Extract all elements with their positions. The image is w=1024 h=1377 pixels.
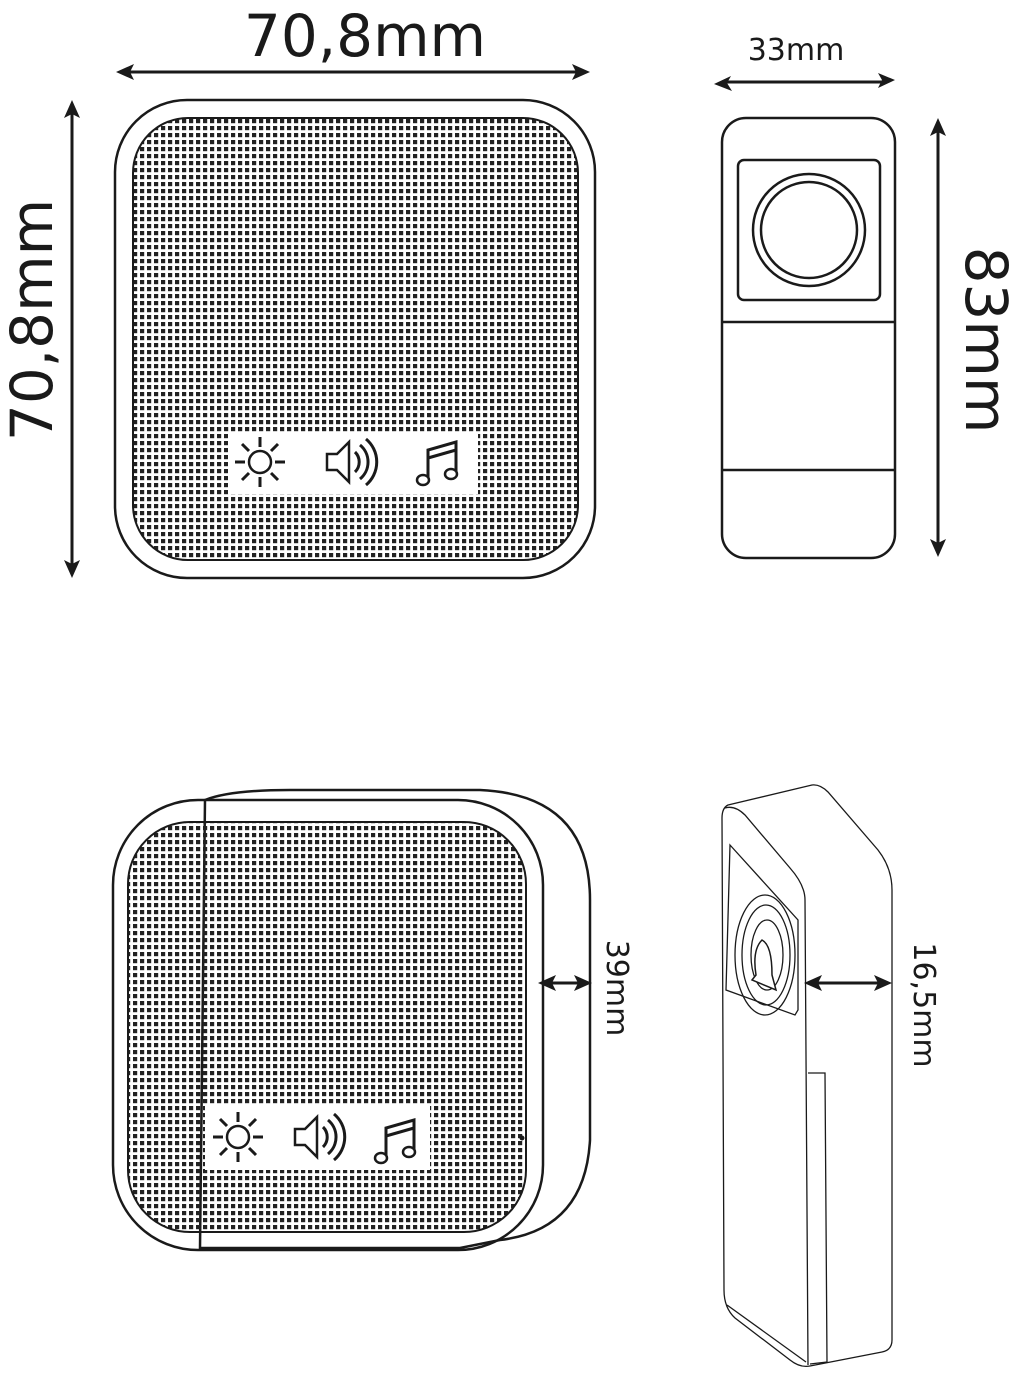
button-perspective-view <box>721 784 893 1368</box>
bell-icon <box>750 939 778 992</box>
button-width-arrow <box>714 73 895 91</box>
button-depth-arrow <box>804 975 892 991</box>
button-height-arrow <box>930 118 946 557</box>
receiver-depth-arrow <box>538 975 592 991</box>
sun-icon <box>211 1110 265 1164</box>
receiver-width-label: 70,8mm <box>244 2 486 70</box>
sun-icon <box>233 435 287 489</box>
receiver-width-arrow <box>116 64 590 80</box>
button-front-view <box>720 116 897 560</box>
button-height-label: 83mm <box>952 247 1020 434</box>
receiver-front-view <box>113 98 597 580</box>
receiver-height-arrow <box>64 100 80 578</box>
button-width-label: 33mm <box>748 33 845 68</box>
receiver-perspective-view <box>111 788 592 1252</box>
receiver-height-label: 70,8mm <box>0 199 66 441</box>
button-depth-label: 16,5mm <box>906 942 941 1067</box>
receiver-depth-label: 39mm <box>599 940 634 1037</box>
